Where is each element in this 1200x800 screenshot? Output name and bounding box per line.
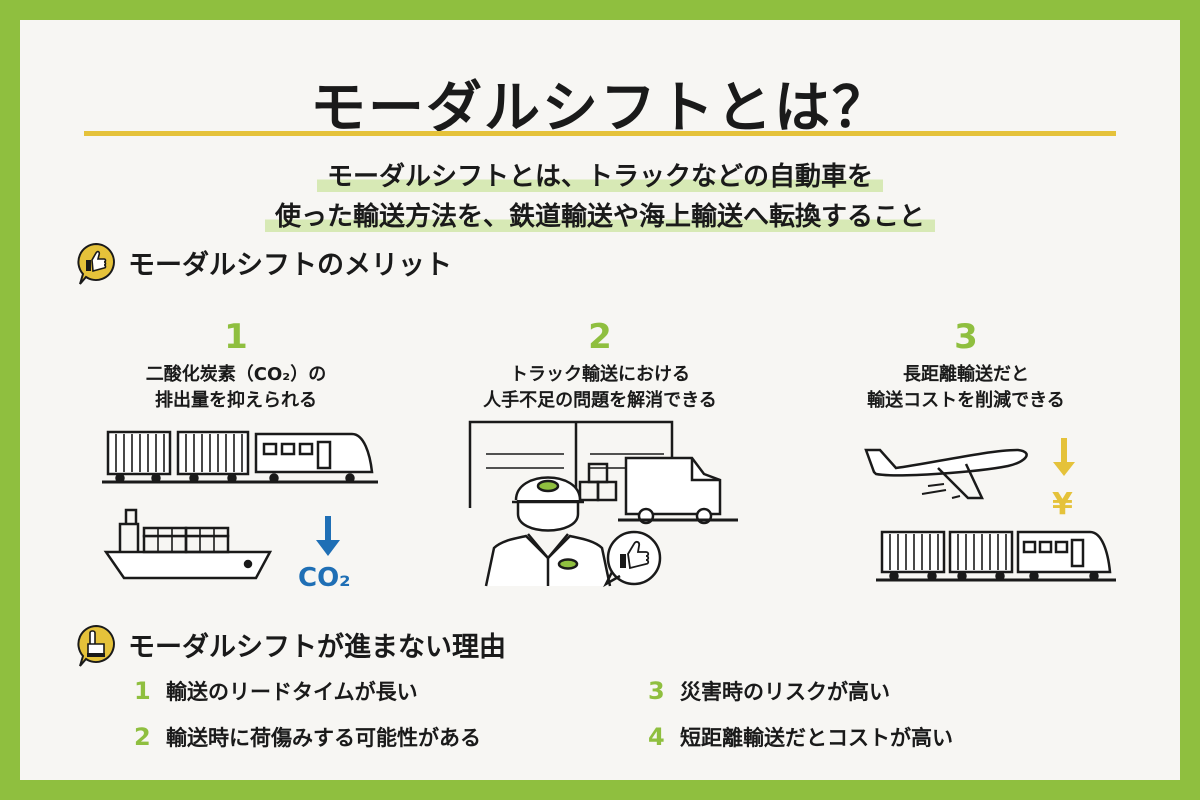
reason-item-4: 4 短距離輸送だとコストが高い (648, 722, 953, 752)
reason-number: 2 (134, 723, 151, 751)
merit-item-1: 1 二酸化炭素（CO₂）の 排出量を抑えられる (66, 320, 406, 414)
reasons-heading-text: モーダルシフトが進まない理由 (128, 631, 506, 663)
merit-number: 2 (588, 317, 612, 357)
co2-label: CO₂ (298, 563, 351, 593)
yen-down-arrow-icon: ¥ (1052, 438, 1075, 522)
merits-heading: モーダルシフトのメリット (76, 242, 452, 285)
definition-text-2: 使った輸送方法を、鉄道輸送や海上輸送へ転換すること (264, 202, 935, 232)
merit-item-2: 2 トラック輸送における 人手不足の問題を解消できる (430, 320, 770, 414)
reason-item-3: 3 災害時のリスクが高い (648, 676, 890, 706)
merit-number: 1 (224, 317, 248, 357)
reason-number: 4 (648, 723, 665, 751)
merits-heading-text: モーダルシフトのメリット (128, 249, 452, 281)
merit-text-line-2: 輸送コストを削減できる (867, 390, 1065, 411)
reason-text: 災害時のリスクが高い (680, 680, 890, 704)
plane-train-illustration: ¥ (864, 438, 1116, 582)
merit-item-3: 3 長距離輸送だと 輸送コストを削減できる (796, 320, 1136, 414)
train-ship-illustration: CO₂ (102, 430, 378, 593)
reason-number: 1 (134, 677, 151, 705)
thumbs-up-badge-icon (76, 242, 116, 285)
infographic-panel: モーダルシフトとは？ モーダルシフトとは、トラックなどの自動車を 使った輸送方法… (20, 20, 1180, 780)
merit-number: 3 (954, 317, 978, 357)
page-title: モーダルシフトとは？ (310, 76, 890, 141)
reasons-heading: モーダルシフトが進まない理由 (76, 624, 506, 667)
airplane-icon (864, 448, 1028, 500)
co2-down-arrow-icon (316, 516, 340, 556)
reason-item-1: 1 輸送のリードタイムが長い (134, 676, 418, 706)
warehouse-worker-illustration (468, 420, 738, 588)
definition-text-1: モーダルシフトとは、トラックなどの自動車を (316, 162, 883, 192)
yen-icon: ¥ (1052, 487, 1073, 522)
merit-text-line-2: 人手不足の問題を解消できる (483, 390, 717, 411)
reason-text: 輸送のリードタイムが長い (166, 680, 418, 704)
reason-text: 輸送時に荷傷みする可能性がある (166, 726, 481, 750)
merit-text-line-1: トラック輸送における (510, 364, 690, 385)
pointing-finger-badge-icon (76, 624, 116, 667)
definition-line-1: モーダルシフトとは、トラックなどの自動車を (20, 162, 1180, 192)
freight-train-icon (102, 430, 378, 484)
reason-number: 3 (648, 677, 665, 705)
reason-text: 短距離輸送だとコストが高い (680, 726, 953, 750)
merit-text-line-1: 長距離輸送だと (903, 364, 1029, 385)
title-underline (84, 131, 1116, 136)
worker-icon (484, 476, 612, 587)
merit-text-line-1: 二酸化炭素（CO₂）の (145, 364, 327, 385)
thumbs-up-bubble-icon (603, 530, 662, 588)
delivery-van-icon (618, 456, 738, 525)
reason-item-2: 2 輸送時に荷傷みする可能性がある (134, 722, 481, 752)
definition-line-2: 使った輸送方法を、鉄道輸送や海上輸送へ転換すること (20, 202, 1180, 232)
container-ship-icon (103, 508, 273, 580)
merit-text-line-2: 排出量を抑えられる (155, 390, 317, 411)
passenger-train-icon (876, 530, 1116, 582)
